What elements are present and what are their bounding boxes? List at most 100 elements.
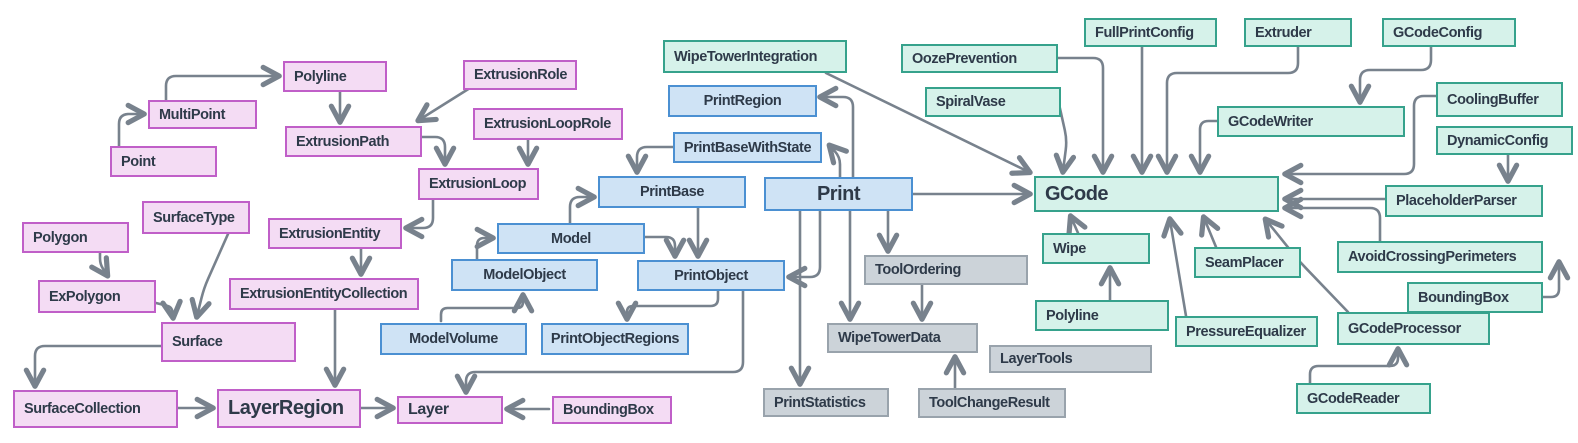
node-cooling-buffer: CoolingBuffer: [1436, 82, 1563, 117]
node-extrusion-loop: ExtrusionLoop: [418, 168, 539, 200]
node-avoid-crossing-perimeters: AvoidCrossingPerimeters: [1337, 241, 1543, 273]
node-polyline-teal: Polyline: [1035, 300, 1169, 331]
node-label: GCodeProcessor: [1348, 320, 1461, 337]
edge-model-to-print-base: [568, 185, 597, 225]
node-print-region: PrintRegion: [668, 85, 817, 117]
node-label: Polyline: [1046, 307, 1099, 324]
node-tool-change-result: ToolChangeResult: [918, 388, 1066, 418]
node-label: WipeTowerData: [838, 330, 941, 346]
node-label: PrintRegion: [703, 93, 782, 109]
edge-print-object-to-print-object-regions: [615, 289, 720, 322]
node-extrusion-entity: ExtrusionEntity: [268, 218, 402, 249]
edge-cooling-buffer-to-gcode: [1282, 94, 1438, 186]
node-label: PressureEqualizer: [1186, 323, 1306, 340]
edge-model-volume-to-model-object: [439, 292, 535, 323]
node-gcode-reader: GCodeReader: [1296, 383, 1431, 414]
node-label: GCode: [1045, 182, 1109, 205]
edge-spiral-vase-to-gcode: [1053, 102, 1077, 175]
node-gcode: GCode: [1034, 176, 1279, 212]
node-label: Surface: [172, 334, 223, 350]
node-label: Polyline: [294, 68, 347, 85]
node-label: DynamicConfig: [1447, 132, 1549, 149]
node-extrusion-entity-collection: ExtrusionEntityCollection: [229, 278, 419, 310]
node-full-print-config: FullPrintConfig: [1084, 18, 1217, 47]
edge-pressure-equalizer-to-gcode: [1161, 216, 1188, 318]
edge-model-object-to-model: [474, 226, 496, 261]
node-surface-type: SurfaceType: [142, 201, 250, 234]
edge-polygon-to-expolygon: [89, 251, 111, 279]
edge-seam-placer-to-gcode: [1199, 214, 1221, 249]
node-label: Wipe: [1053, 240, 1086, 257]
node-label: ModelVolume: [409, 331, 498, 347]
node-label: GCodeWriter: [1228, 113, 1313, 130]
node-placeholder-parser: PlaceholderParser: [1385, 185, 1543, 217]
node-layer: Layer: [397, 396, 503, 424]
node-label: SurfaceType: [153, 209, 235, 226]
node-label: ExtrusionPath: [296, 133, 390, 150]
edge-gcode-config-to-gcode-writer: [1348, 45, 1433, 105]
edge-extrusion-loop-to-extrusion-entity: [403, 198, 435, 240]
node-polygon: Polygon: [22, 222, 129, 253]
edge-extrusion-role-to-extrusion-path: [415, 86, 472, 124]
edge-avoid-crossing-perimeters-to-gcode: [1282, 196, 1382, 243]
node-label: PrintStatistics: [774, 394, 866, 411]
node-label: ToolOrdering: [875, 262, 961, 278]
edge-wipe-tower-integration-to-gcode: [824, 71, 1033, 176]
node-extrusion-role: ExtrusionRole: [463, 60, 577, 90]
edge-gcode-writer-to-gcode: [1188, 119, 1219, 175]
edge-expolygon-to-surface: [154, 298, 183, 321]
edge-multipoint-to-polyline-pink: [164, 64, 282, 102]
node-label: ModelObject: [483, 267, 566, 283]
edge-model-to-print-object: [643, 235, 687, 259]
node-model: Model: [497, 223, 645, 254]
node-model-volume: ModelVolume: [380, 323, 527, 355]
node-label: Point: [121, 153, 156, 170]
node-multipoint: MultiPoint: [148, 100, 257, 129]
node-extrusion-path: ExtrusionPath: [285, 126, 422, 157]
node-label: SeamPlacer: [1205, 254, 1284, 271]
node-surface-collection: SurfaceCollection: [13, 390, 178, 428]
node-seam-placer: SeamPlacer: [1194, 247, 1301, 278]
node-print-object: PrintObject: [637, 260, 785, 291]
node-label: ExtrusionLoopRole: [484, 116, 611, 132]
node-ooze-prevention: OozePrevention: [901, 44, 1058, 73]
node-label: PlaceholderParser: [1396, 193, 1517, 209]
node-print-base: PrintBase: [598, 176, 746, 208]
node-label: ToolChangeResult: [929, 395, 1050, 411]
node-extruder: Extruder: [1244, 18, 1352, 47]
node-label: WipeTowerIntegration: [674, 48, 818, 65]
node-label: ExtrusionEntity: [279, 225, 381, 242]
edge-print-object-to-layer: [454, 289, 745, 395]
node-print-object-regions: PrintObjectRegions: [541, 323, 689, 355]
node-label: FullPrintConfig: [1095, 24, 1194, 41]
node-label: ExtrusionLoop: [429, 176, 527, 192]
node-label: PrintObject: [674, 267, 748, 284]
node-dynamic-config: DynamicConfig: [1436, 126, 1573, 155]
node-label: PrintBaseWithState: [683, 139, 812, 156]
node-polyline-pink: Polyline: [283, 61, 387, 92]
node-label: Polygon: [33, 229, 88, 246]
edge-ooze-prevention-to-gcode: [1056, 56, 1115, 175]
node-label: BoundingBox: [1418, 289, 1509, 306]
node-point: Point: [110, 146, 217, 177]
node-bounding-box-teal: BoundingBox: [1407, 282, 1543, 313]
node-label: Model: [551, 230, 591, 247]
edge-surface-type-to-surface: [189, 232, 230, 320]
node-label: BoundingBox: [563, 402, 654, 418]
node-print-base-with-state: PrintBaseWithState: [673, 132, 822, 163]
node-label: LayerTools: [1000, 351, 1073, 367]
node-label: ExPolygon: [49, 288, 121, 305]
node-print-statistics: PrintStatistics: [763, 388, 889, 417]
edge-wipe-to-gcode: [1066, 213, 1088, 237]
node-label: ExtrusionRole: [474, 67, 568, 83]
edge-extrusion-path-to-extrusion-loop: [420, 135, 457, 167]
node-wipe-tower-integration: WipeTowerIntegration: [663, 40, 847, 73]
edge-surface-to-surface-collection: [23, 344, 163, 389]
node-gcode-config: GCodeConfig: [1382, 18, 1516, 47]
node-label: Print: [816, 182, 861, 205]
node-gcode-processor: GCodeProcessor: [1337, 312, 1490, 345]
node-extrusion-loop-role: ExtrusionLoopRole: [473, 108, 623, 140]
edge-extruder-to-gcode: [1155, 45, 1300, 175]
node-spiral-vase: SpiralVase: [925, 87, 1061, 117]
node-label: PrintObjectRegions: [550, 331, 680, 347]
